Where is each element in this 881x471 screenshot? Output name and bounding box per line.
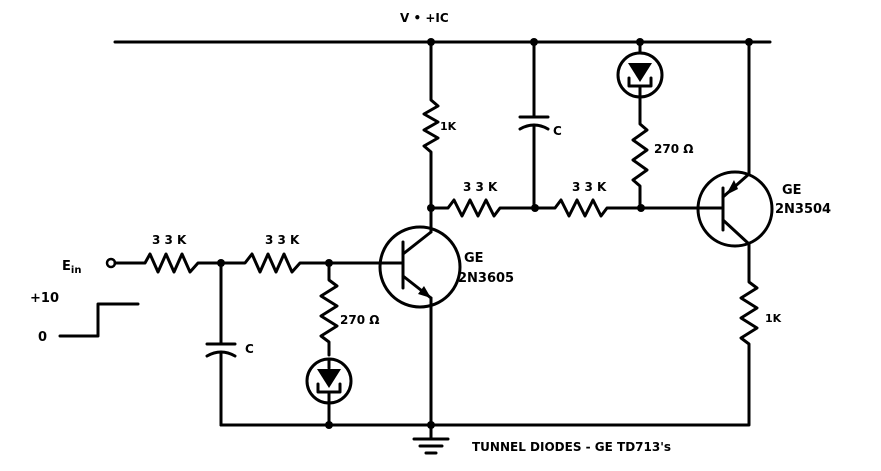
resistor-r5 [429, 198, 536, 218]
transistor-q1-maker: GE [464, 251, 484, 266]
footnote-label: TUNNEL DIODES - GE TD713's [472, 440, 671, 454]
ground-rail [219, 408, 751, 429]
capacitor-c2-label: C [553, 124, 562, 138]
resistor-r2 [219, 252, 330, 274]
transistor-q1-part: 2N3605 [458, 271, 514, 286]
resistor-r6-label: 3 3 K [572, 180, 607, 194]
step-high-label: +10 [30, 291, 59, 306]
tunnel-diode-d2-icon [616, 40, 664, 99]
supply-rail [113, 38, 772, 46]
supply-label: V • +IC [400, 11, 449, 25]
input-terminal [105, 257, 137, 269]
transistor-q2-maker: GE [782, 183, 802, 198]
transistor-q2-part: 2N3504 [775, 202, 831, 217]
resistor-r3 [319, 261, 339, 357]
resistor-r4-label: 1K [440, 120, 457, 133]
input-label: Ein [62, 259, 81, 276]
resistor-r2-label: 3 3 K [265, 233, 300, 247]
resistor-r1 [133, 252, 222, 274]
capacitor-c1 [205, 261, 237, 427]
resistor-r8-label: 1K [765, 312, 782, 325]
resistor-r1-label: 3 3 K [152, 233, 187, 247]
tunnel-diode-d1-icon [305, 357, 353, 427]
capacitor-c2 [518, 40, 550, 210]
resistor-r7-label: 270 Ω [654, 142, 693, 156]
step-waveform-icon [58, 302, 140, 338]
step-low-label: 0 [38, 330, 47, 345]
transistor-q1-icon [378, 206, 462, 427]
resistor-r7 [631, 95, 649, 210]
capacitor-c1-label: C [245, 342, 254, 356]
ground-icon [412, 423, 450, 455]
resistor-r5-label: 3 3 K [463, 180, 498, 194]
resistor-r3-label: 270 Ω [340, 313, 379, 327]
resistor-r4 [422, 40, 440, 210]
transistor-q2-icon [696, 40, 774, 282]
resistor-r8 [739, 278, 759, 412]
resistor-r6 [533, 198, 642, 218]
